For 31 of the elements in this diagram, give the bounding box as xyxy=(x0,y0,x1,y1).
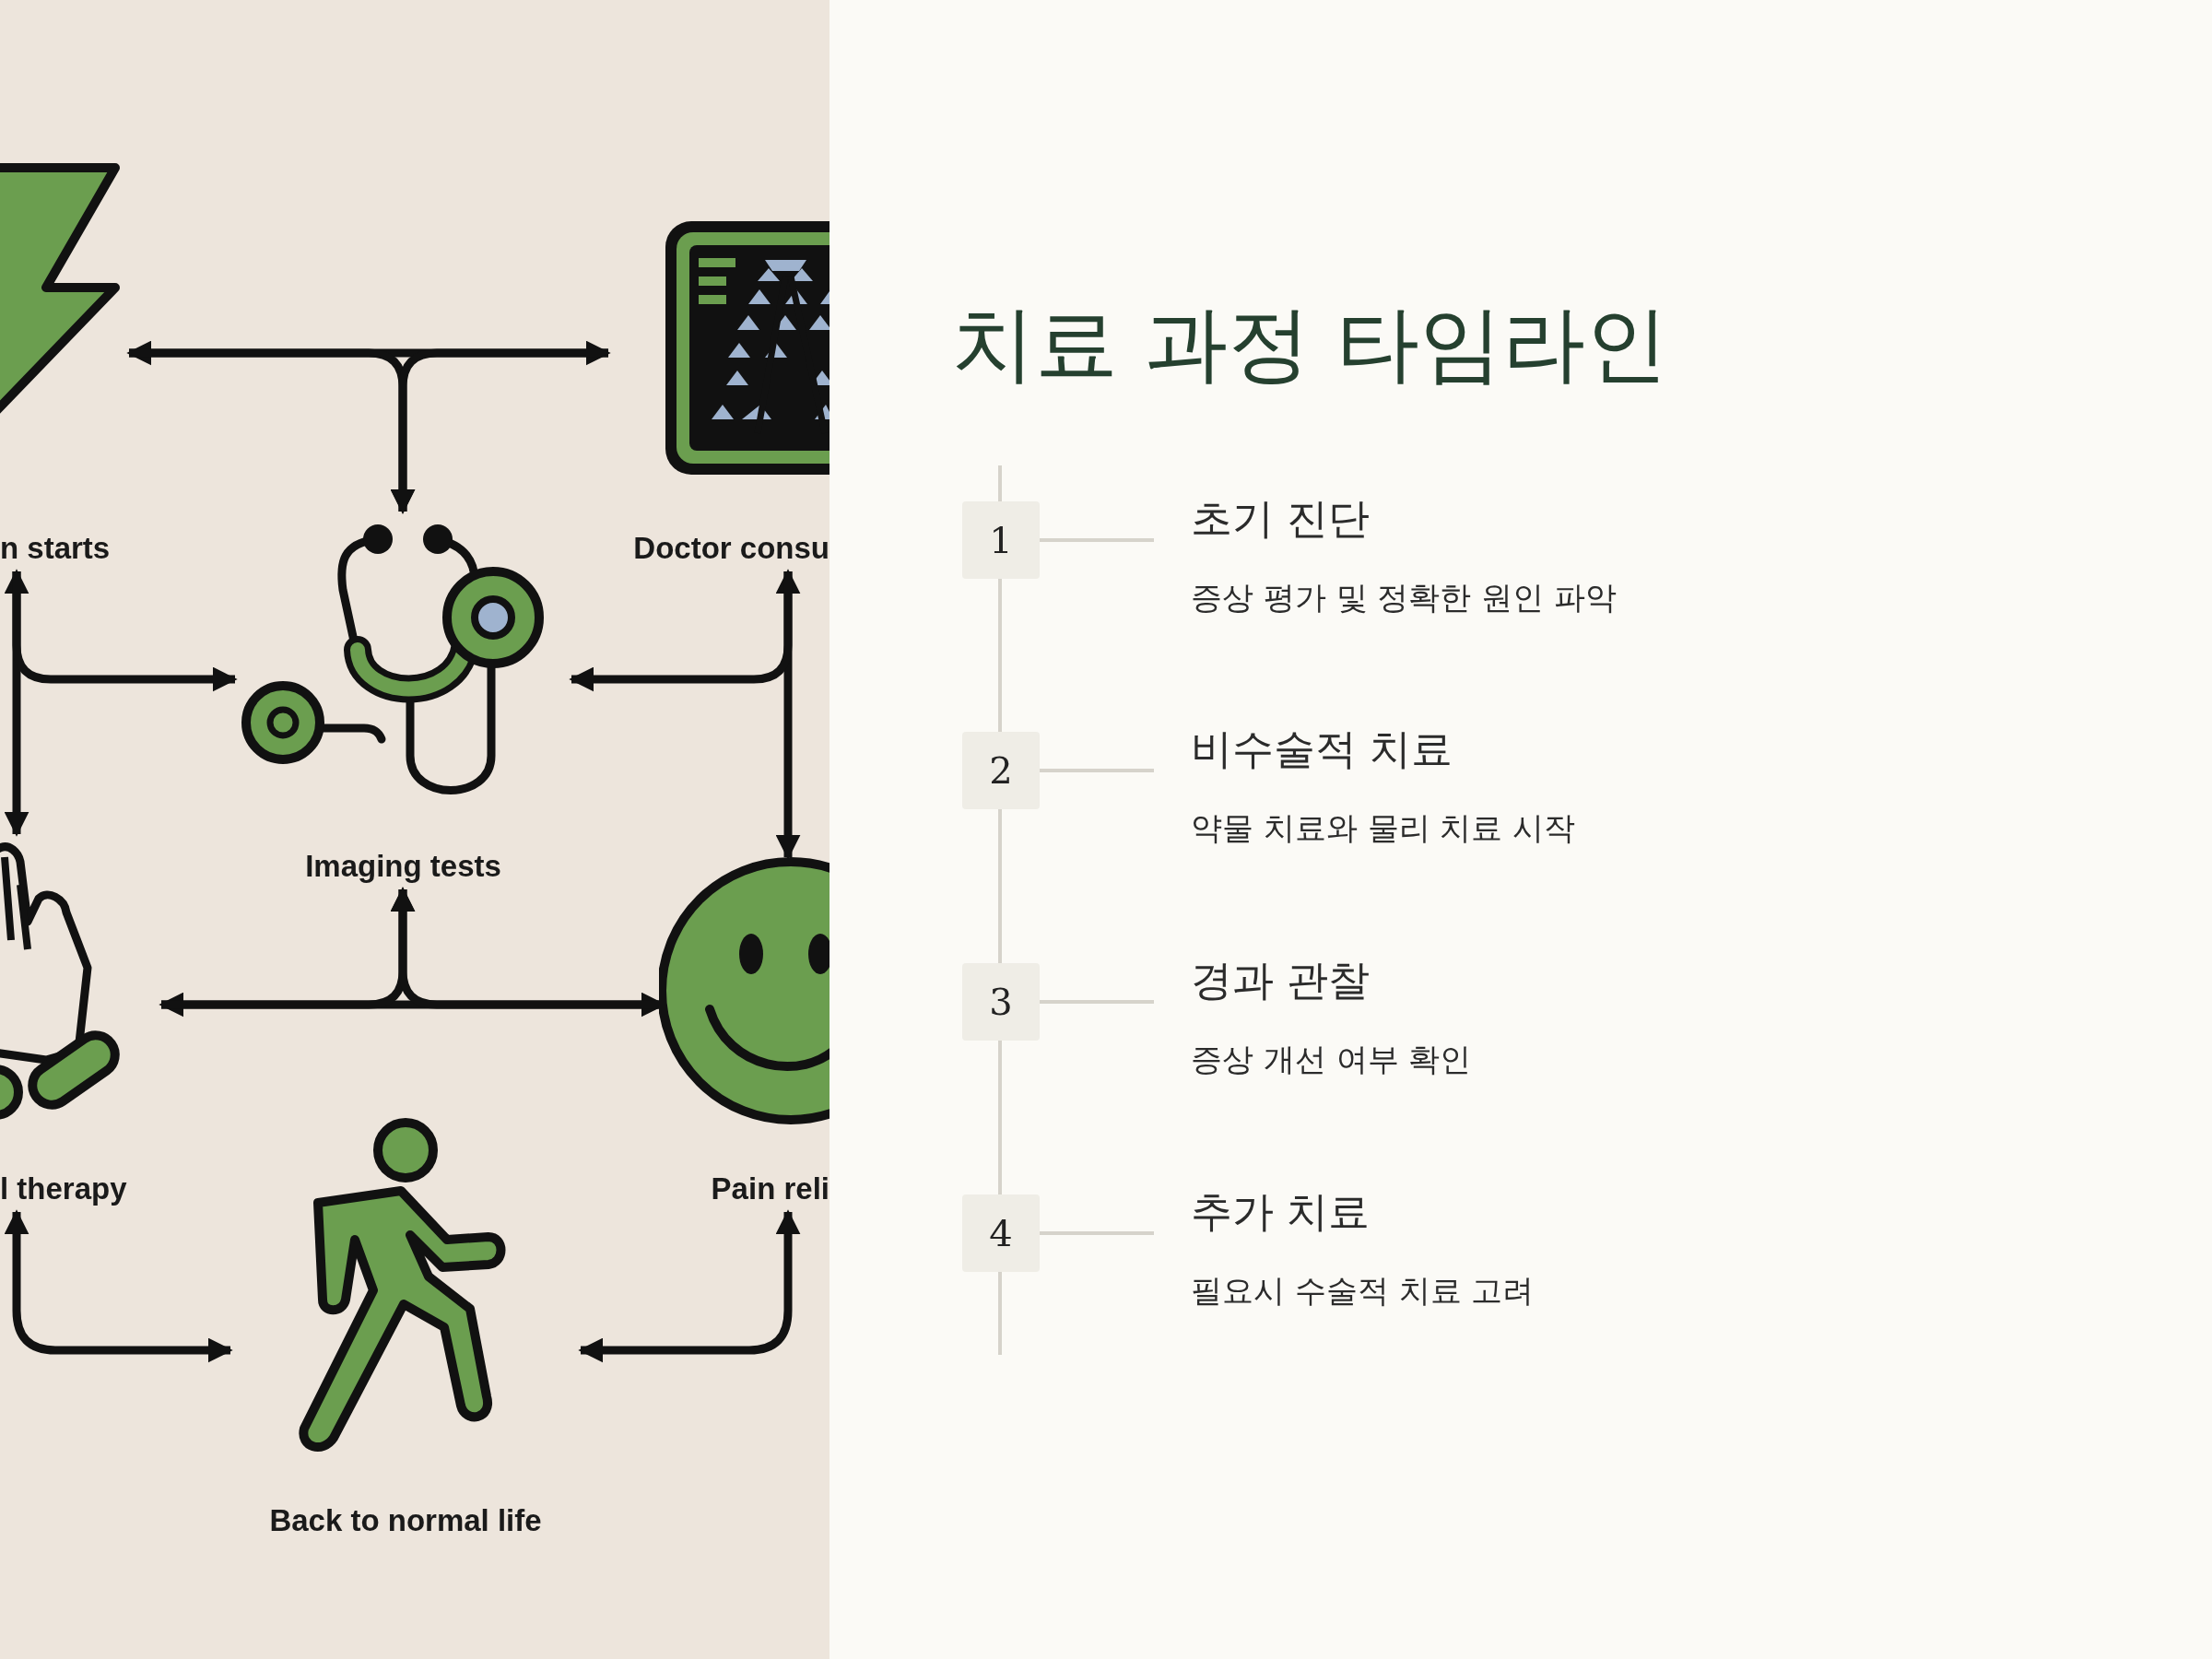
connector-line xyxy=(1040,538,1154,542)
number-badge: 2 xyxy=(962,732,1040,809)
arrow xyxy=(4,569,29,837)
number-badge: 3 xyxy=(962,963,1040,1041)
step-description: 증상 개선 여부 확인 xyxy=(1191,1040,1472,1079)
step-description: 증상 평가 및 정확한 원인 파악 xyxy=(1191,578,1618,618)
number-badge: 4 xyxy=(962,1194,1040,1272)
step-description: 필요시 수술적 치료 고려 xyxy=(1191,1271,1535,1311)
step-caption: Imaging tests xyxy=(305,848,501,885)
connector-line xyxy=(1040,769,1154,772)
step-heading: 초기 진단 xyxy=(1191,493,1371,545)
step-caption: l therapy xyxy=(0,1171,127,1207)
arrow xyxy=(4,1209,233,1363)
arrow xyxy=(569,571,793,692)
connector-line xyxy=(1040,1231,1154,1235)
connector-line xyxy=(1040,1000,1154,1004)
step-heading: 추가 치료 xyxy=(1191,1186,1371,1238)
arrow xyxy=(126,340,611,366)
arrow xyxy=(390,348,608,514)
step-heading: 경과 관찰 xyxy=(1191,955,1371,1006)
arrow xyxy=(12,571,238,692)
step-description: 약물 치료와 물리 치료 시작 xyxy=(1191,808,1576,848)
page-title: 치료 과정 타임라인 xyxy=(952,294,1669,394)
step-heading: 비수술적 치료 xyxy=(1191,724,1453,775)
arrow xyxy=(775,569,801,860)
step-caption: Pain reli xyxy=(711,1171,830,1207)
number-badge: 1 xyxy=(962,501,1040,579)
step-caption: Back to normal life xyxy=(269,1502,542,1539)
step-caption: n starts xyxy=(0,530,111,567)
step-caption: Doctor consu xyxy=(633,530,830,567)
arrow xyxy=(578,1209,801,1363)
